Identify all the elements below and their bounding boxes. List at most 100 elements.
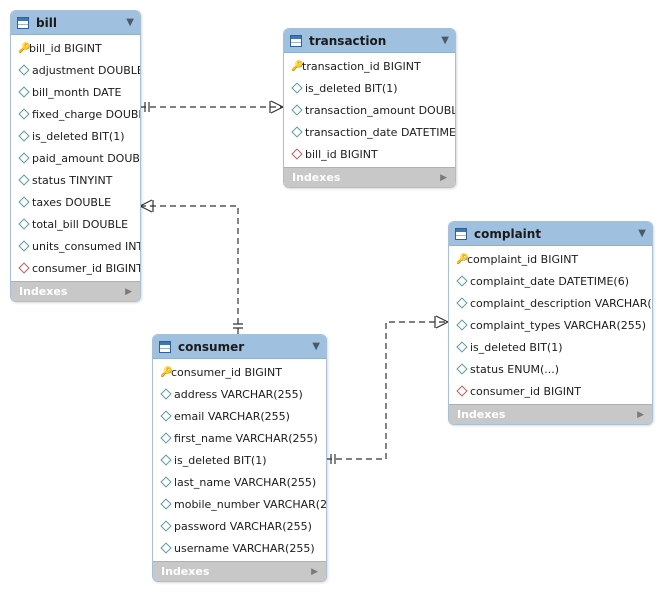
- column-row[interactable]: bill_id BIGINT: [284, 143, 455, 165]
- complaint-table-title: complaint: [474, 226, 542, 241]
- column-row[interactable]: first_name VARCHAR(255): [153, 427, 326, 449]
- one-mark-consumer-side: [330, 454, 336, 464]
- column-row[interactable]: transaction_date DATETIME(6): [284, 121, 455, 143]
- column-diamond-icon: [18, 196, 30, 208]
- column-diamond-icon: [456, 319, 468, 331]
- column-diamond-icon: [160, 498, 172, 510]
- column-row[interactable]: taxes DOUBLE: [11, 191, 140, 213]
- column-label: address VARCHAR(255): [174, 387, 303, 401]
- column-diamond-icon: [18, 174, 30, 186]
- column-row[interactable]: email VARCHAR(255): [153, 405, 326, 427]
- column-label: transaction_date DATETIME(6): [305, 125, 456, 139]
- column-diamond-icon: [291, 126, 303, 138]
- column-row[interactable]: complaint_description VARCHAR(255): [449, 292, 652, 314]
- column-diamond-icon: [18, 218, 30, 230]
- indexes-label: Indexes: [19, 285, 68, 298]
- column-diamond-icon: [18, 86, 30, 98]
- indexes-label: Indexes: [292, 171, 341, 184]
- column-diamond-icon: [291, 82, 303, 94]
- consumer-table[interactable]: consumer ▼ 🔑consumer_id BIGINT address V…: [152, 334, 327, 582]
- column-row[interactable]: consumer_id BIGINT: [11, 257, 140, 279]
- column-row[interactable]: 🔑consumer_id BIGINT: [153, 361, 326, 383]
- column-row[interactable]: last_name VARCHAR(255): [153, 471, 326, 493]
- collapse-triangle-icon[interactable]: ▼: [312, 341, 320, 352]
- collapse-triangle-icon[interactable]: ▼: [441, 35, 449, 46]
- expand-triangle-icon[interactable]: ▶: [311, 566, 318, 577]
- complaint-indexes-bar[interactable]: Indexes ▶: [449, 404, 652, 424]
- column-row[interactable]: total_bill DOUBLE: [11, 213, 140, 235]
- column-row[interactable]: password VARCHAR(255): [153, 515, 326, 537]
- consumer-table-header[interactable]: consumer ▼: [153, 335, 326, 359]
- expand-triangle-icon[interactable]: ▶: [440, 172, 447, 183]
- complaint-table-header[interactable]: complaint ▼: [449, 222, 652, 246]
- many-mark-complaint-side: [434, 315, 449, 329]
- column-row[interactable]: units_consumed INT: [11, 235, 140, 257]
- column-row[interactable]: complaint_types VARCHAR(255): [449, 314, 652, 336]
- indexes-label: Indexes: [457, 408, 506, 421]
- column-label: total_bill DOUBLE: [32, 217, 129, 231]
- column-row[interactable]: status TINYINT: [11, 169, 140, 191]
- column-row[interactable]: is_deleted BIT(1): [153, 449, 326, 471]
- transaction-table-title: transaction: [309, 33, 387, 48]
- column-label: fixed_charge DOUBLE: [32, 107, 141, 121]
- column-label: status ENUM(...): [470, 362, 560, 376]
- indexes-label: Indexes: [161, 565, 210, 578]
- column-row[interactable]: 🔑complaint_id BIGINT: [449, 248, 652, 270]
- consumer-bill-relation: [140, 205, 239, 334]
- column-row[interactable]: 🔑transaction_id BIGINT: [284, 55, 455, 77]
- collapse-triangle-icon[interactable]: ▼: [638, 228, 646, 239]
- column-row[interactable]: fixed_charge DOUBLE: [11, 103, 140, 125]
- column-label: first_name VARCHAR(255): [174, 431, 318, 445]
- table-icon: [455, 227, 467, 240]
- column-row[interactable]: transaction_amount DOUBLE: [284, 99, 455, 121]
- column-label: complaint_description VARCHAR(255): [470, 296, 652, 310]
- column-label: status TINYINT: [32, 173, 113, 187]
- table-icon: [159, 340, 171, 353]
- column-row[interactable]: consumer_id BIGINT: [449, 380, 652, 402]
- column-label: consumer_id BIGINT: [470, 384, 581, 398]
- bill-indexes-bar[interactable]: Indexes ▶: [11, 281, 140, 301]
- column-label: username VARCHAR(255): [174, 541, 315, 555]
- column-row[interactable]: status ENUM(...): [449, 358, 652, 380]
- column-label: consumer_id BIGINT: [171, 365, 282, 379]
- column-label: units_consumed INT: [32, 239, 141, 253]
- column-row[interactable]: 🔑bill_id BIGINT: [11, 37, 140, 59]
- bill-table-header[interactable]: bill ▼: [11, 11, 140, 35]
- column-label: paid_amount DOUBLE: [32, 151, 141, 165]
- column-row[interactable]: username VARCHAR(255): [153, 537, 326, 559]
- column-row[interactable]: bill_month DATE: [11, 81, 140, 103]
- column-diamond-icon: [18, 108, 30, 120]
- column-row[interactable]: complaint_date DATETIME(6): [449, 270, 652, 292]
- column-label: complaint_types VARCHAR(255): [470, 318, 647, 332]
- column-row[interactable]: adjustment DOUBLE: [11, 59, 140, 81]
- column-row[interactable]: is_deleted BIT(1): [11, 125, 140, 147]
- foreign-key-diamond-icon: [18, 262, 30, 274]
- transaction-indexes-bar[interactable]: Indexes ▶: [284, 167, 455, 187]
- expand-triangle-icon[interactable]: ▶: [125, 286, 132, 297]
- column-row[interactable]: is_deleted BIT(1): [449, 336, 652, 358]
- column-label: last_name VARCHAR(255): [174, 475, 317, 489]
- table-icon: [290, 34, 302, 47]
- complaint-table[interactable]: complaint ▼ 🔑complaint_id BIGINT complai…: [448, 221, 653, 425]
- column-diamond-icon: [160, 542, 172, 554]
- expand-triangle-icon[interactable]: ▶: [637, 409, 644, 420]
- column-row[interactable]: paid_amount DOUBLE: [11, 147, 140, 169]
- column-diamond-icon: [18, 240, 30, 252]
- column-label: complaint_date DATETIME(6): [470, 274, 630, 288]
- column-diamond-icon: [18, 152, 30, 164]
- bill-table[interactable]: bill ▼ 🔑bill_id BIGINT adjustment DOUBLE…: [10, 10, 141, 302]
- collapse-triangle-icon[interactable]: ▼: [126, 17, 134, 28]
- column-label: is_deleted BIT(1): [32, 129, 125, 143]
- column-diamond-icon: [160, 388, 172, 400]
- column-row[interactable]: mobile_number VARCHAR(255): [153, 493, 326, 515]
- one-mark-bill-side: [144, 102, 150, 112]
- consumer-indexes-bar[interactable]: Indexes ▶: [153, 561, 326, 581]
- column-label: mobile_number VARCHAR(255): [174, 497, 327, 511]
- primary-key-icon: 🔑: [291, 60, 304, 72]
- column-row[interactable]: is_deleted BIT(1): [284, 77, 455, 99]
- column-row[interactable]: address VARCHAR(255): [153, 383, 326, 405]
- transaction-table-header[interactable]: transaction ▼: [284, 29, 455, 53]
- consumer-columns: 🔑consumer_id BIGINT address VARCHAR(255)…: [153, 359, 326, 561]
- transaction-table[interactable]: transaction ▼ 🔑transaction_id BIGINT is_…: [283, 28, 456, 188]
